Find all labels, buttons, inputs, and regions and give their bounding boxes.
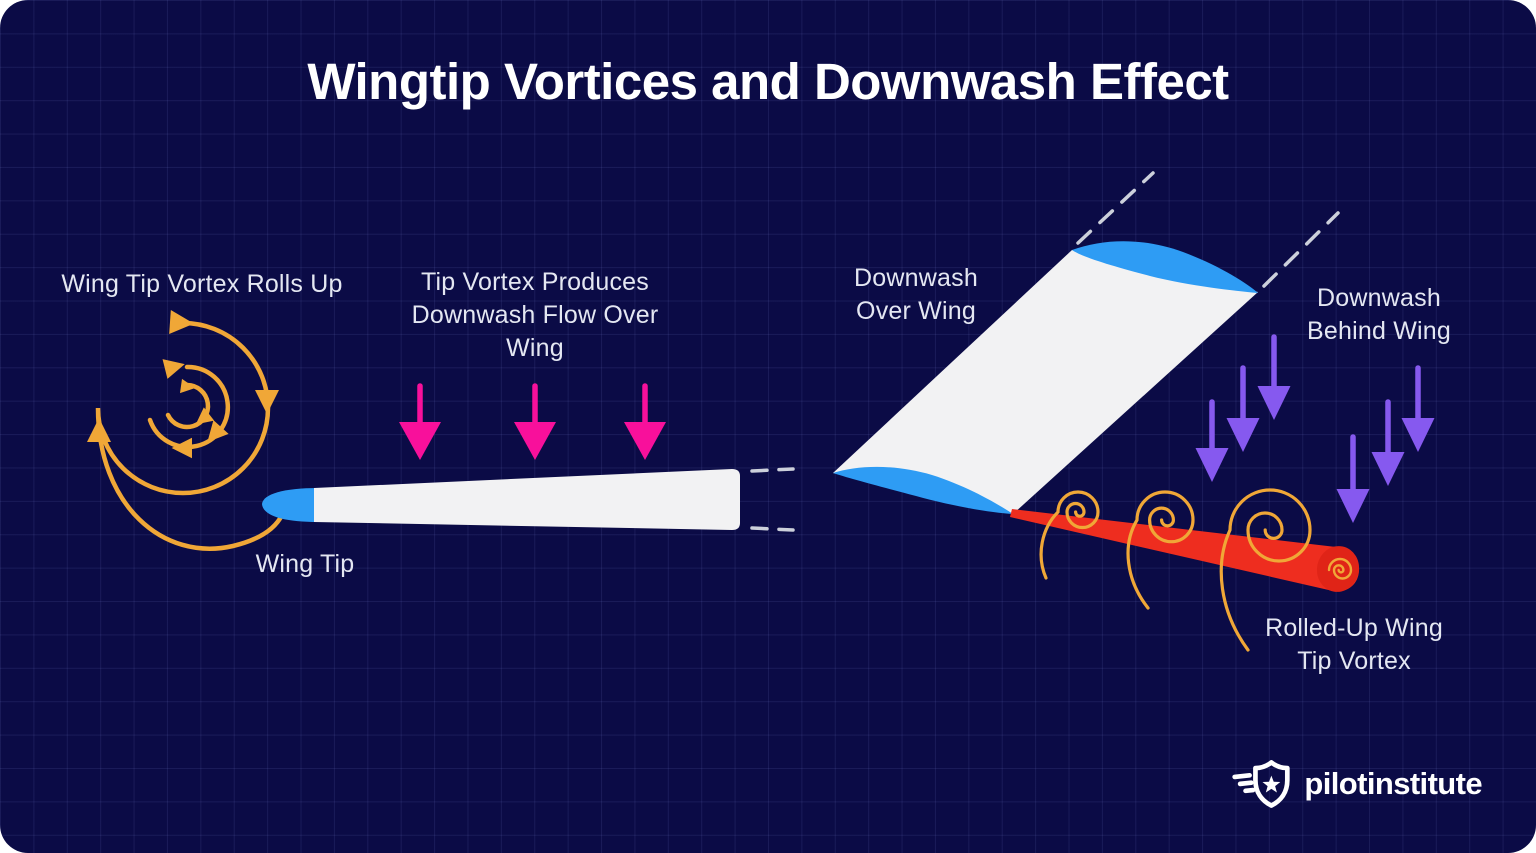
left-wing-blue-tip [262, 488, 318, 522]
label-rolled-up-wing-tip-vortex: Rolled-Up Wing Tip Vortex [1265, 614, 1443, 675]
label-wing-tip-vortex-rolls-up: Wing Tip Vortex Rolls Up [61, 270, 343, 298]
label-tip-vortex-produces-downwash: Tip Vortex Produces Downwash Flow Over W… [411, 268, 659, 362]
page-title: Wingtip Vortices and Downwash Effect [307, 53, 1229, 110]
pilot-institute-logo: pilotinstitute [1232, 758, 1483, 810]
label-downwash-over-wing: Downwash Over Wing [854, 264, 978, 325]
left-wing [262, 467, 795, 532]
logo-text: pilotinstitute [1304, 766, 1482, 801]
label-wing-tip: Wing Tip [255, 550, 355, 578]
label-downwash-behind-wing: Downwash Behind Wing [1307, 284, 1451, 345]
downwash-arrows-purple [1195, 334, 1435, 523]
wingtip-vortex-spiral [87, 310, 285, 551]
right-wing-tip-airfoil [833, 466, 1013, 514]
right-wing [833, 171, 1340, 514]
downwash-arrows-pink [399, 383, 666, 460]
rolled-up-vortex-cone [1010, 509, 1360, 592]
left-wing-continuation-dashes [750, 467, 795, 532]
right-wing-surface [833, 250, 1258, 514]
right-wing-root-airfoil [1072, 241, 1258, 293]
spiral-arrowheads [87, 310, 279, 459]
left-wing-body [314, 469, 740, 530]
vortex-swirls [1039, 488, 1312, 652]
winged-shield-star-icon [1232, 760, 1291, 808]
right-wing-continuation-dashes [1076, 171, 1340, 288]
vortex-cap-swirl [1327, 557, 1353, 580]
